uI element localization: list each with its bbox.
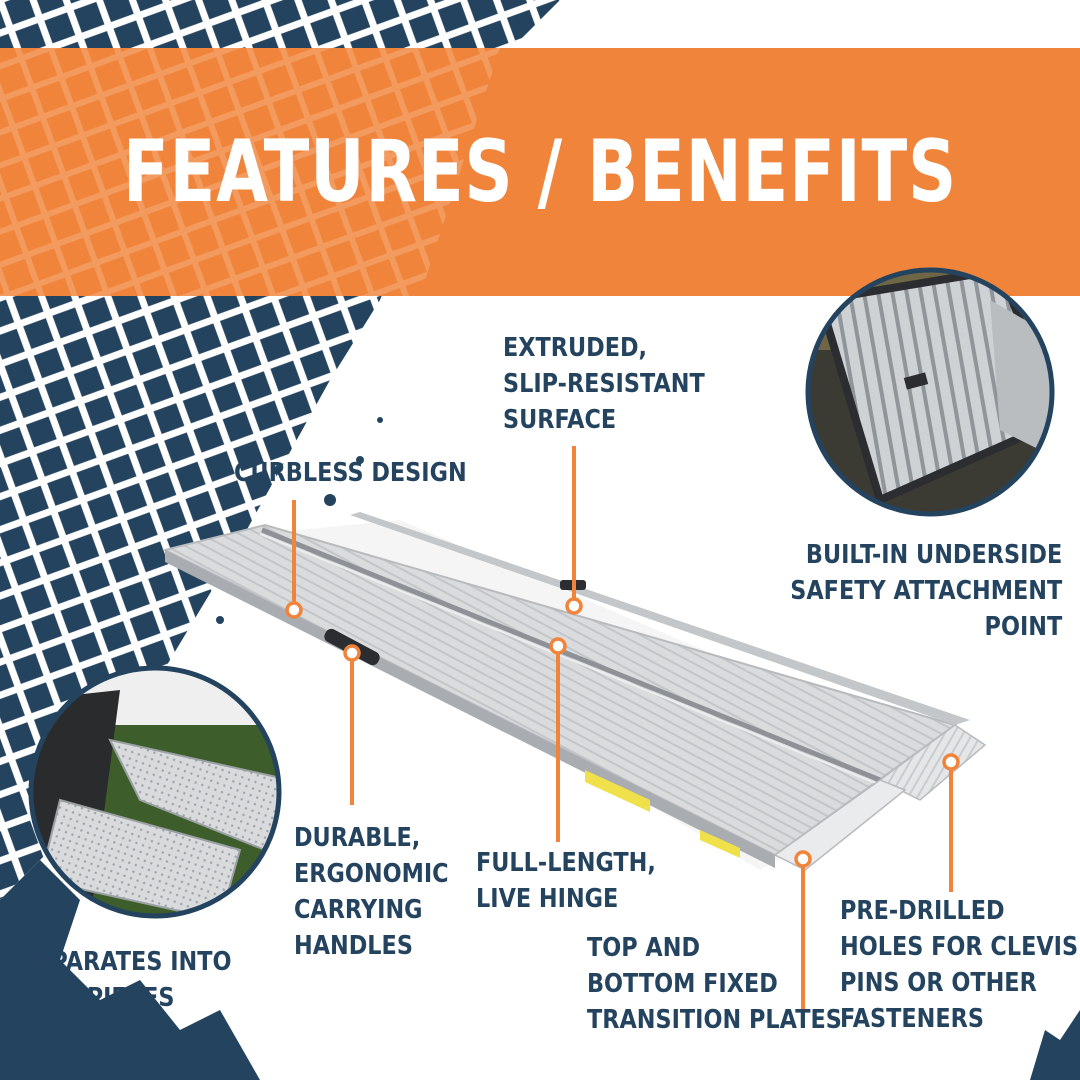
callout-underside-line: BUILT-IN UNDERSIDE (805, 540, 1062, 570)
callout-holes-line: FASTENERS (840, 1004, 984, 1034)
callout-underside-line: SAFETY ATTACHMENT (790, 576, 1062, 606)
callout-separates-line: SEPARATES INTO (20, 947, 232, 977)
marker-plates (794, 850, 812, 868)
callout-extruded-line: EXTRUDED, (503, 333, 648, 363)
callout-handles-line: ERGONOMIC (294, 859, 449, 889)
callout-handles-line: CARRYING (294, 895, 423, 925)
callout-holes-line: HOLES FOR CLEVIS (840, 932, 1079, 962)
callout-holes-line: PRE-DRILLED (840, 896, 1005, 926)
underside-photo (808, 270, 1052, 514)
callout-underside-line: POINT (984, 612, 1062, 642)
callout-handles: DURABLE, ERGONOMIC CARRYING HANDLES (294, 820, 449, 964)
callout-separates-line: TWO PIECES (20, 983, 175, 1013)
page-title: FEATURES / BENEFITS (122, 122, 958, 222)
callout-extruded: EXTRUDED, SLIP-RESISTANT SURFACE (503, 330, 705, 438)
callout-underside: BUILT-IN UNDERSIDE SAFETY ATTACHMENT POI… (790, 537, 1062, 645)
callout-handles-line: DURABLE, (294, 823, 421, 853)
marker-curbless (285, 601, 303, 619)
callout-hinge-line: FULL-LENGTH, (476, 848, 656, 878)
callout-hinge-line: LIVE HINGE (476, 884, 619, 914)
callout-plates: TOP AND BOTTOM FIXED TRANSITION PLATES (587, 930, 842, 1038)
marker-hinge (549, 637, 567, 655)
callout-curbless: CURBLESS DESIGN (234, 455, 467, 491)
callout-holes: PRE-DRILLED HOLES FOR CLEVIS PINS OR OTH… (840, 893, 1078, 1037)
callout-plates-line: TRANSITION PLATES (587, 1005, 842, 1035)
callout-hinge: FULL-LENGTH, LIVE HINGE (476, 845, 656, 917)
callout-plates-line: BOTTOM FIXED (587, 969, 778, 999)
callout-separates: SEPARATES INTO TWO PIECES (20, 944, 232, 1016)
callout-plates-line: TOP AND (587, 933, 701, 963)
callout-holes-line: PINS OR OTHER (840, 968, 1037, 998)
marker-handles (343, 644, 361, 662)
marker-extruded (565, 597, 583, 615)
callout-curbless-line: CURBLESS DESIGN (234, 458, 467, 488)
marker-holes (942, 753, 960, 771)
callout-extruded-line: SURFACE (503, 405, 617, 435)
callout-handles-line: HANDLES (294, 931, 413, 961)
callout-extruded-line: SLIP-RESISTANT (503, 369, 705, 399)
